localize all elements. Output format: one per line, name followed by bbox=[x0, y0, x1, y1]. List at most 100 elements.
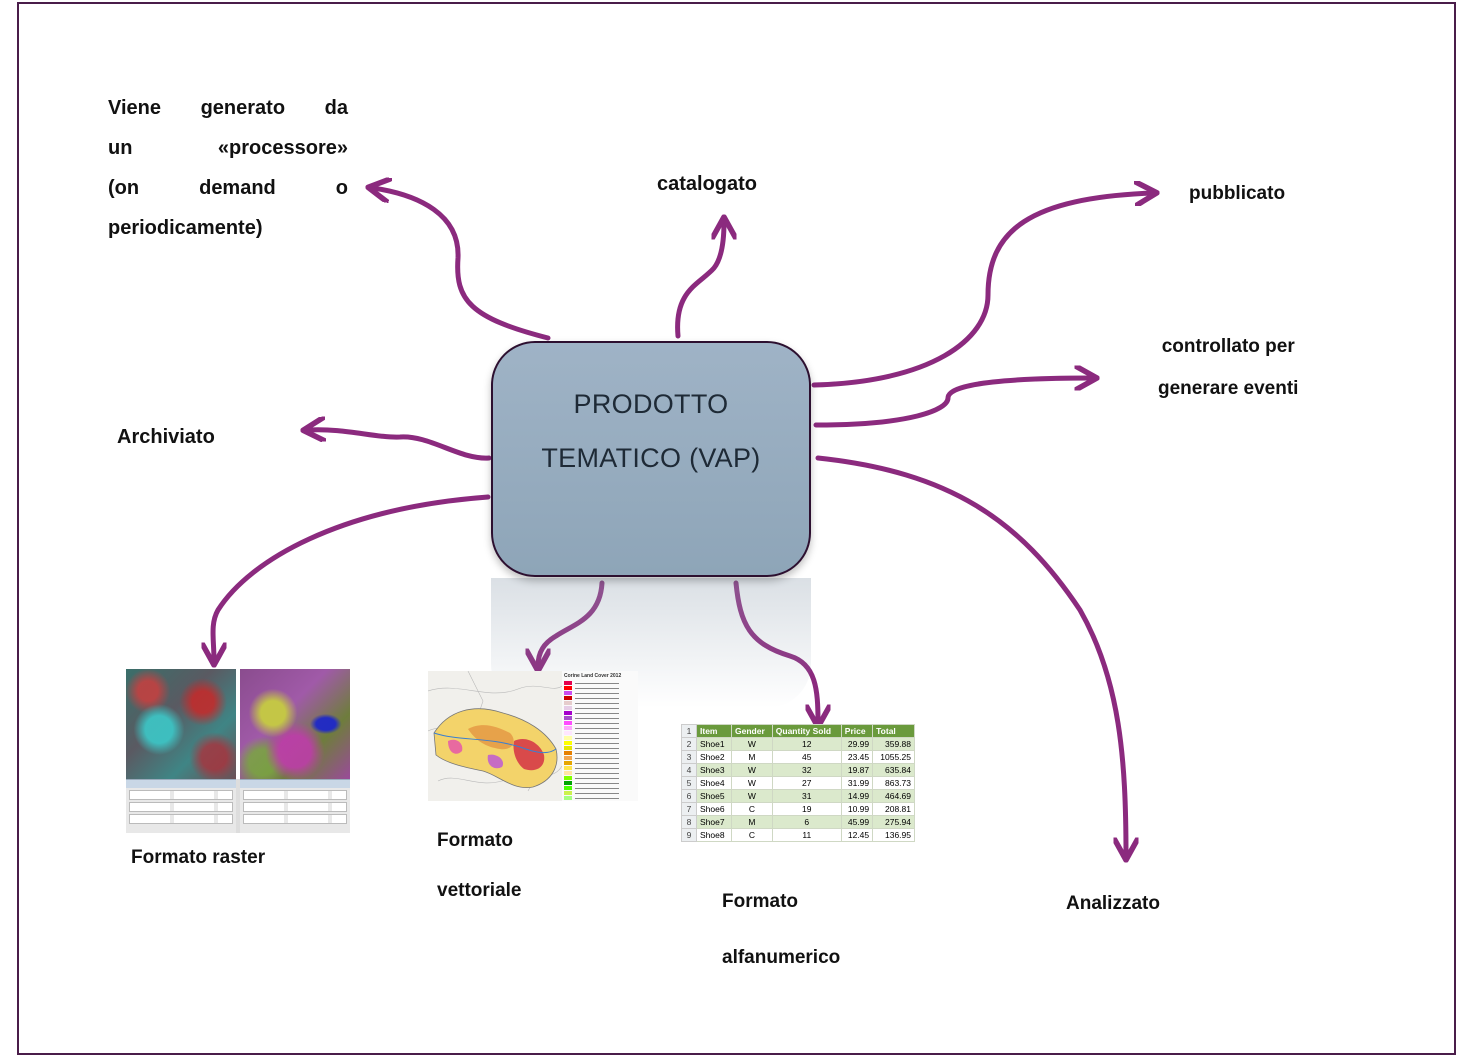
row-number: 5 bbox=[681, 776, 697, 790]
table-cell: M bbox=[731, 815, 773, 829]
table-header-quantity: Quantity Sold bbox=[771, 724, 842, 738]
table-cell: 29.99 bbox=[840, 737, 874, 751]
label-archiviato: Archiviato bbox=[117, 426, 215, 448]
arrow-raster bbox=[213, 494, 491, 660]
label-generated-line1: Viene generato da bbox=[108, 97, 348, 119]
raster-format-image bbox=[126, 669, 350, 833]
label-alfanumerico-line2: alfanumerico bbox=[722, 947, 841, 968]
row-number: 9 bbox=[681, 828, 697, 842]
table-cell: 464.69 bbox=[872, 789, 915, 803]
table-cell: 208.81 bbox=[872, 802, 915, 816]
label-pubblicato: pubblicato bbox=[1189, 183, 1286, 204]
table-cell: 23.45 bbox=[840, 750, 874, 764]
central-topic-box: PRODOTTO TEMATICO (VAP) bbox=[491, 341, 811, 577]
table-cell: 27 bbox=[771, 776, 842, 790]
row-number: 3 bbox=[681, 750, 697, 764]
label-vettoriale-line1: Formato bbox=[437, 830, 513, 851]
label-controllato-line1: controllato per bbox=[1161, 336, 1295, 357]
row-number: 6 bbox=[681, 789, 697, 803]
table-cell: Shoe3 bbox=[695, 763, 733, 777]
vector-map-drawing bbox=[428, 671, 563, 801]
sample-spreadsheet: 1 Item Gender Quantity Sold Price Total … bbox=[681, 724, 915, 842]
table-cell: 45.99 bbox=[840, 815, 874, 829]
table-header-price: Price bbox=[840, 724, 874, 738]
raster-composite-image bbox=[240, 669, 350, 779]
raster-separator bbox=[236, 669, 240, 779]
table-cell: 635.84 bbox=[872, 763, 915, 777]
table-cell: 32 bbox=[771, 763, 842, 777]
table-cell: W bbox=[731, 776, 773, 790]
table-cell: Shoe7 bbox=[695, 815, 733, 829]
label-controllato-line2: generare eventi bbox=[1158, 378, 1299, 399]
label-analizzato: Analizzato bbox=[1066, 893, 1160, 914]
raster-layer-dialog-right bbox=[240, 779, 350, 833]
table-cell: Shoe6 bbox=[695, 802, 733, 816]
label-alfanumerico: Formato alfanumerico bbox=[722, 874, 840, 986]
row-number: 1 bbox=[681, 724, 697, 738]
arrow-pubblicato bbox=[811, 193, 1152, 388]
label-raster: Formato raster bbox=[131, 847, 266, 868]
label-controllato: controllato per generare eventi bbox=[1158, 326, 1298, 410]
center-title-line1: PRODOTTO bbox=[573, 389, 729, 419]
label-generated-line2: un «processore» bbox=[108, 137, 348, 159]
table-cell: 19 bbox=[771, 802, 842, 816]
table-cell: Shoe4 bbox=[695, 776, 733, 790]
table-cell: Shoe1 bbox=[695, 737, 733, 751]
label-generated-line3: (on demand o bbox=[108, 177, 348, 199]
table-cell: 1055.25 bbox=[872, 750, 915, 764]
table-cell: 863.73 bbox=[872, 776, 915, 790]
table-cell: 11 bbox=[771, 828, 842, 842]
row-number: 2 bbox=[681, 737, 697, 751]
table-cell: 6 bbox=[771, 815, 842, 829]
table-cell: 31.99 bbox=[840, 776, 874, 790]
table-header-gender: Gender bbox=[731, 724, 773, 738]
table-cell: 275.94 bbox=[872, 815, 915, 829]
arrow-catalogato bbox=[675, 222, 724, 339]
table-cell: 45 bbox=[771, 750, 842, 764]
arrow-controllato bbox=[813, 378, 1092, 428]
raster-layer-dialog-left bbox=[126, 779, 236, 833]
vector-format-map: Corine Land Cover 2012 bbox=[428, 671, 638, 801]
table-cell: C bbox=[731, 802, 773, 816]
arrow-vettoriale bbox=[538, 580, 605, 666]
label-alfanumerico-line1: Formato bbox=[722, 891, 798, 912]
table-cell: C bbox=[731, 828, 773, 842]
label-vettoriale-line2: vettoriale bbox=[437, 880, 522, 901]
raster-false-color-image bbox=[126, 669, 236, 779]
page-frame bbox=[17, 2, 1456, 1055]
table-cell: 31 bbox=[771, 789, 842, 803]
row-number: 4 bbox=[681, 763, 697, 777]
table-header-row: 1 Item Gender Quantity Sold Price Total bbox=[681, 724, 915, 738]
arrow-alfanumerico bbox=[733, 580, 818, 722]
table-header-item: Item bbox=[695, 724, 733, 738]
label-catalogato: catalogato bbox=[657, 173, 758, 195]
table-cell: 136.95 bbox=[872, 828, 915, 842]
table-cell: 12.45 bbox=[840, 828, 874, 842]
arrow-analizzato bbox=[815, 455, 1126, 855]
label-generated: Viene generato da un «processore» (on de… bbox=[108, 88, 348, 248]
label-generated-line4: periodicamente) bbox=[108, 217, 263, 239]
row-number: 8 bbox=[681, 815, 697, 829]
alphanumeric-format-table: 1 Item Gender Quantity Sold Price Total … bbox=[681, 724, 915, 848]
table-cell: M bbox=[731, 750, 773, 764]
arrow-generated bbox=[373, 188, 551, 341]
table-cell: 359.88 bbox=[872, 737, 915, 751]
row-number: 7 bbox=[681, 802, 697, 816]
table-cell: Shoe5 bbox=[695, 789, 733, 803]
table-header-total: Total bbox=[872, 724, 915, 738]
table-cell: W bbox=[731, 763, 773, 777]
label-vettoriale: Formato vettoriale bbox=[437, 816, 521, 916]
vector-map-legend-title: Corine Land Cover 2012 bbox=[564, 673, 622, 679]
table-cell: 14.99 bbox=[840, 789, 874, 803]
table-cell: Shoe2 bbox=[695, 750, 733, 764]
table-cell: Shoe8 bbox=[695, 828, 733, 842]
arrow-archiviato bbox=[308, 430, 492, 461]
